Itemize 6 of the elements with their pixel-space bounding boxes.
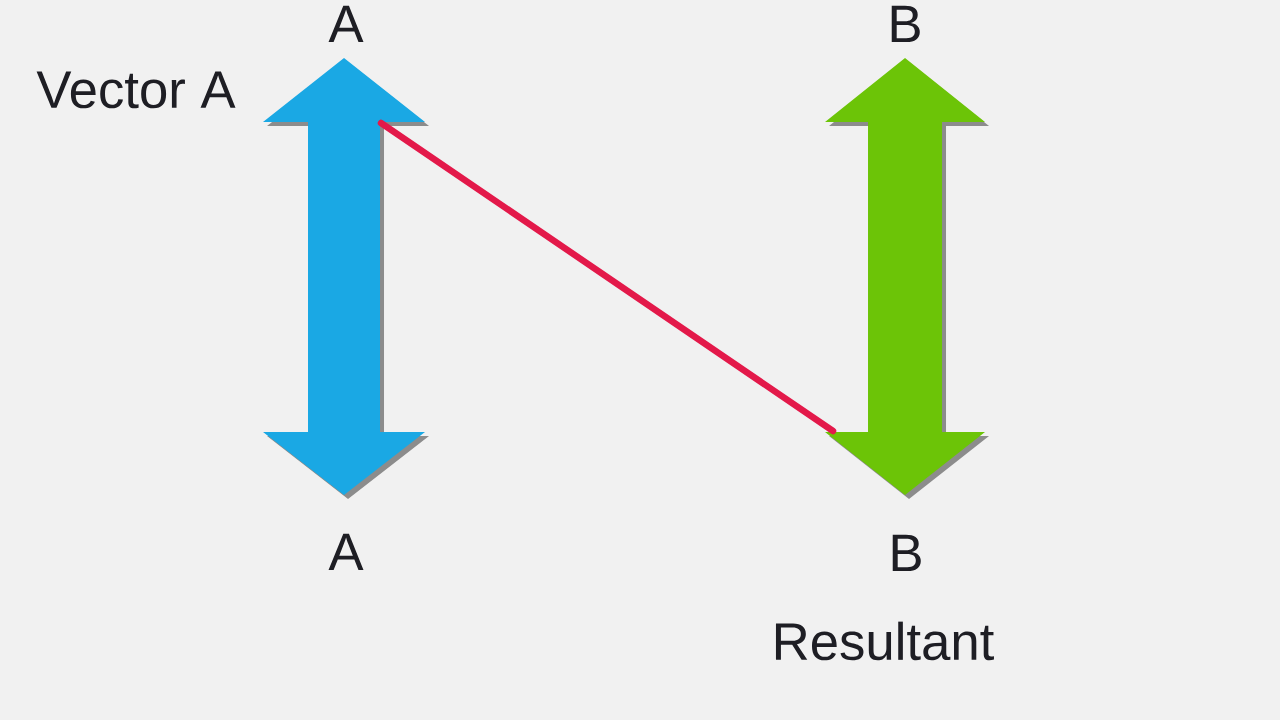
label-text: Vector A	[36, 71, 236, 109]
label-text: Resultant	[775, 621, 994, 661]
end-letter: B	[891, 5, 920, 43]
end-letter: B	[892, 534, 921, 572]
end-letter: A	[328, 533, 364, 571]
end-letter: A	[328, 5, 364, 43]
